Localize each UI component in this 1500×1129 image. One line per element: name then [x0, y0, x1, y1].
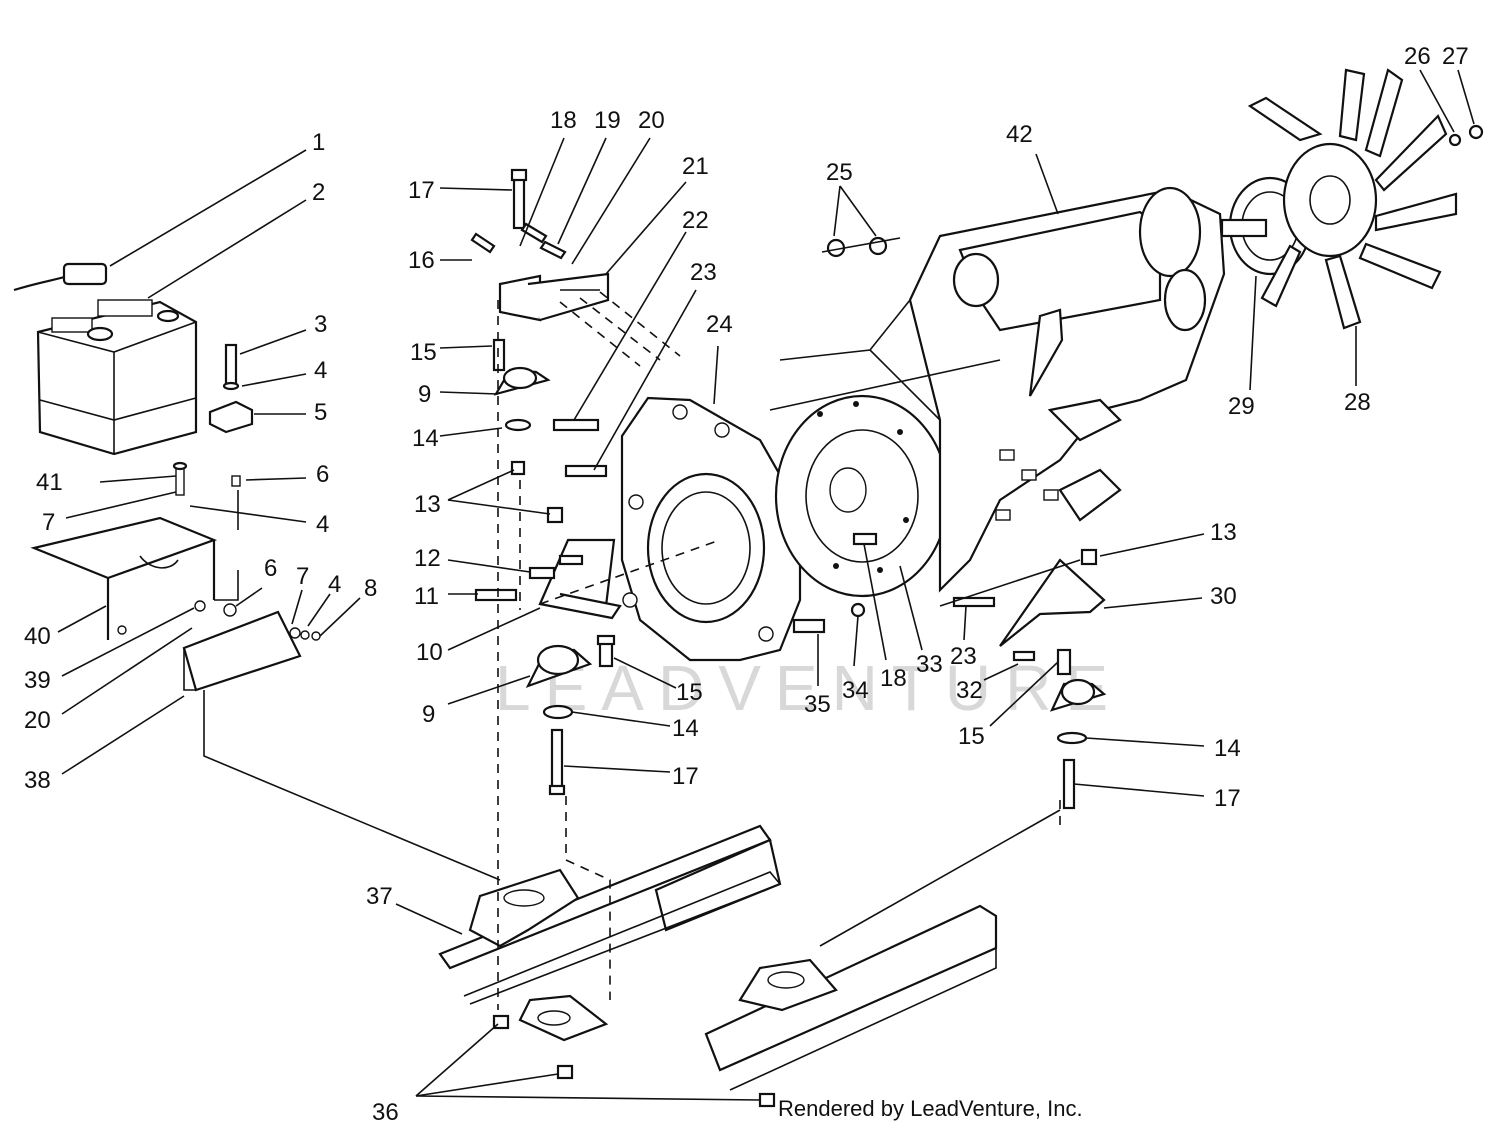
battery-bracket: [182, 600, 321, 692]
callout-35: 35: [804, 691, 831, 718]
frame-rail-right: [704, 904, 998, 1091]
fan: [1247, 68, 1484, 330]
callout-15: 15: [958, 723, 985, 750]
callout-37: 37: [366, 883, 393, 910]
callout-36: 36: [372, 1099, 399, 1126]
engine-block: [779, 186, 1226, 593]
rubber-mount-right: [1049, 648, 1107, 810]
callout-9: 9: [418, 381, 431, 408]
battery-tray: [30, 461, 218, 640]
credit-text: Rendered by LeadVenture, Inc.: [778, 1096, 1083, 1121]
callout-15: 15: [410, 339, 437, 366]
callout-6: 6: [264, 555, 277, 582]
callout-7: 7: [296, 563, 309, 590]
callout-23: 23: [690, 259, 717, 286]
callout-1: 1: [312, 129, 325, 156]
battery: [36, 299, 198, 456]
mount-hardware-upper: [470, 168, 610, 322]
callout-5: 5: [314, 399, 327, 426]
callout-4: 4: [316, 511, 329, 538]
callout-13: 13: [414, 491, 441, 518]
callout-17: 17: [672, 763, 699, 790]
alignment-lines: [203, 291, 1081, 1010]
callout-42: 42: [1006, 121, 1033, 148]
callout-22: 22: [682, 207, 709, 234]
callout-19: 19: [594, 107, 621, 134]
callout-13: 13: [1210, 519, 1237, 546]
callout-15: 15: [676, 679, 703, 706]
callout-14: 14: [412, 425, 439, 452]
callout-21: 21: [682, 153, 709, 180]
callout-2: 2: [312, 179, 325, 206]
callout-24: 24: [706, 311, 733, 338]
callout-20: 20: [24, 707, 51, 734]
callout-41: 41: [36, 469, 63, 496]
callout-11: 11: [414, 583, 439, 610]
callout-20: 20: [638, 107, 665, 134]
rubber-mount-upper: [492, 338, 564, 524]
callout-26: 26: [1404, 43, 1431, 70]
callout-25: 25: [826, 159, 853, 186]
frame-rail-left: [438, 824, 782, 1005]
callout-8: 8: [364, 575, 377, 602]
frame-nuts: [492, 1014, 776, 1108]
callout-28: 28: [1344, 389, 1371, 416]
battery-cable: [13, 262, 108, 292]
rubber-mount-lower: [525, 634, 616, 796]
hold-down-clamp: [208, 343, 254, 487]
callout-17: 17: [408, 177, 435, 204]
callout-7: 7: [42, 509, 55, 536]
callout-14: 14: [672, 715, 699, 742]
callout-14: 14: [1214, 735, 1241, 762]
callout-18: 18: [880, 665, 907, 692]
callout-18: 18: [550, 107, 577, 134]
crossmember-mount: [518, 994, 609, 1042]
callout-4: 4: [314, 357, 327, 384]
callout-labels: 1 2 3 4 5 41 6 7 4 40 6 7 4 8 39 20 38 1…: [24, 43, 1469, 1126]
callout-3: 3: [314, 311, 327, 338]
leader-lines: [57, 69, 1475, 1101]
callout-38: 38: [24, 767, 51, 794]
callout-30: 30: [1210, 583, 1237, 610]
callout-39: 39: [24, 667, 51, 694]
callout-4: 4: [328, 571, 341, 598]
callout-32: 32: [956, 677, 983, 704]
callout-29: 29: [1228, 393, 1255, 420]
lock-nuts: [821, 236, 901, 258]
flywheel: [774, 394, 950, 598]
callout-27: 27: [1442, 43, 1469, 70]
callout-34: 34: [842, 677, 869, 704]
bell-housing: [620, 396, 806, 662]
callout-40: 40: [24, 623, 51, 650]
callout-16: 16: [408, 247, 435, 274]
callout-9: 9: [422, 701, 435, 728]
callout-12: 12: [414, 545, 441, 572]
callout-6: 6: [316, 461, 329, 488]
callout-23: 23: [950, 643, 977, 670]
rear-mount-bracket: [952, 548, 1106, 662]
callout-33: 33: [916, 651, 943, 678]
front-mount-bracket: [474, 538, 622, 620]
callout-10: 10: [416, 639, 443, 666]
bell-housing-hardware: [552, 418, 878, 634]
callout-17: 17: [1214, 785, 1241, 812]
